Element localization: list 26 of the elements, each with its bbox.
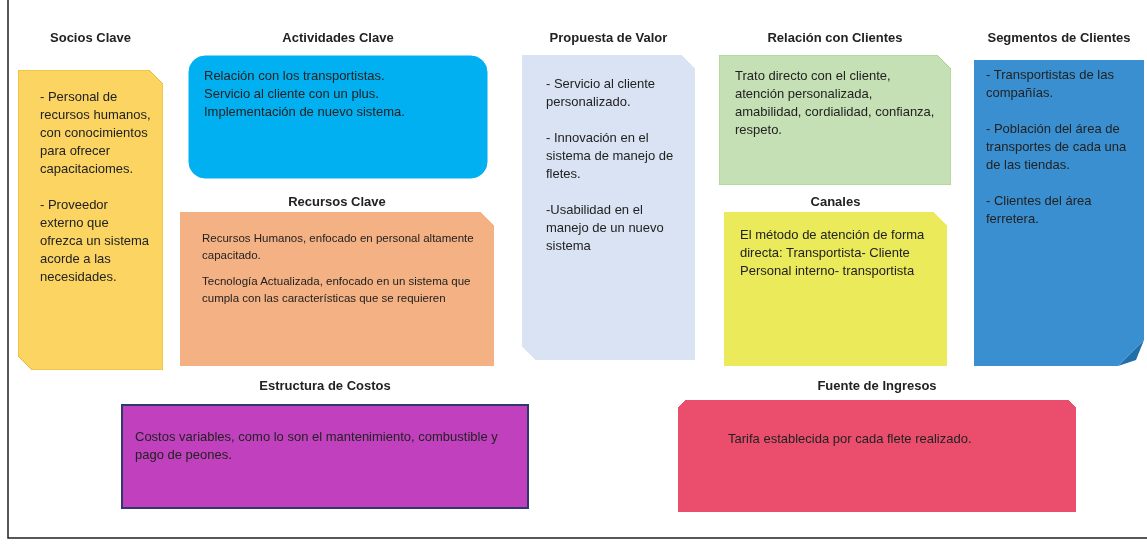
body-text: -Usabilidad en el manejo de un nuevo sistema bbox=[546, 201, 665, 255]
body-text: Recursos Humanos, enfocado en personal altamente capacitado. bbox=[202, 231, 475, 263]
body-text: Tecnología Actualizada, enfocado en un sistema que cumpla con las características que se requieren bbox=[202, 274, 472, 306]
body-text: Servicio al cliente con un plus. bbox=[204, 85, 380, 103]
section-heading: Propuesta de Valor bbox=[549, 30, 668, 45]
body-text: - Proveedor externo que ofrezca un sistema acorde a las necesidades. bbox=[40, 196, 151, 286]
body-text: - Personal de recursos humanos, con conocimientos para ofrecer capacitaciomes. bbox=[40, 88, 152, 178]
body-text: - Clientes del área ferretera. bbox=[986, 192, 1093, 228]
section-heading: Estructura de Costos bbox=[259, 378, 391, 393]
section-heading: Relación con Clientes bbox=[767, 30, 903, 45]
body-text: Implementación de nuevo sistema. bbox=[204, 103, 406, 121]
body-text: Trato directo con el cliente, atención personalizada, amabilidad, cordialidad, confianza, respeto. bbox=[735, 67, 936, 139]
section-heading: Canales bbox=[810, 194, 861, 209]
body-text: Tarifa establecida por cada flete realizado. bbox=[728, 430, 973, 448]
body-text: Relación con los transportistas. bbox=[204, 67, 386, 85]
body-text: - Servicio al cliente personalizado. bbox=[546, 75, 657, 111]
body-text: Costos variables, como lo son el mantenimiento, combustible y pago de peones. bbox=[135, 428, 499, 464]
section-heading: Fuente de Ingresos bbox=[817, 378, 937, 393]
body-text: - Transportistas de las compañías. bbox=[986, 66, 1115, 102]
body-text: El método de atención de forma directa: Transportista- Cliente Personal interno- transportista bbox=[740, 226, 926, 280]
section-heading: Socios Clave bbox=[50, 30, 131, 45]
section-heading: Segmentos de Clientes bbox=[987, 30, 1131, 45]
section-heading: Recursos Clave bbox=[288, 194, 386, 209]
body-text: - Población del área de transportes de cada una de las tiendas. bbox=[986, 120, 1128, 174]
section-heading: Actividades Clave bbox=[282, 30, 394, 45]
body-text: - Innovación en el sistema de manejo de fletes. bbox=[546, 129, 675, 183]
